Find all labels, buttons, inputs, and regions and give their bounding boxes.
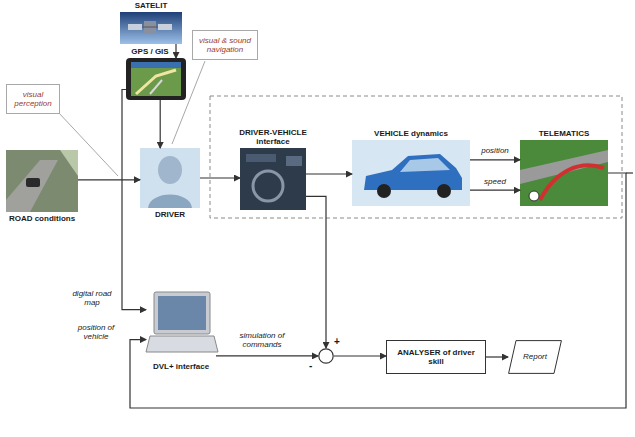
connector-arrow [470, 190, 520, 191]
road-picture [6, 150, 78, 212]
connector-arrow [486, 356, 508, 357]
box-text: Report [523, 352, 547, 361]
leader-line [172, 61, 205, 144]
node-label: TELEMATICS [520, 129, 608, 138]
telematics-map-picture [520, 140, 608, 206]
node-label: DVL+ interface [146, 362, 216, 371]
interface-node: DRIVER-VEHICLE interface [240, 148, 306, 210]
signal-label: simulation of commands [221, 331, 303, 349]
gps-node: GPS / GIS [126, 58, 186, 100]
satellite-picture [120, 12, 182, 44]
dashed-frame [210, 96, 622, 218]
signal-label: speed [471, 177, 519, 186]
connector-arrow [200, 177, 240, 178]
laptop-node: DVL+ interface [146, 292, 216, 360]
signal-label: position of vehicle [66, 323, 126, 341]
signal-label: digital road map [63, 289, 121, 307]
junction-circle [318, 348, 334, 364]
sign-text: + [334, 336, 340, 348]
connector-arrow [130, 173, 626, 408]
box-text: ANALYSER of driver skill [390, 348, 482, 366]
report-parallelogram: Report [508, 340, 562, 374]
satellite-node: SATELIT [120, 12, 182, 44]
summing-junction: +- [318, 348, 334, 364]
node-label: SATELIT [121, 1, 181, 10]
driver-node: DRIVER [140, 148, 200, 208]
leader-line [58, 112, 118, 176]
process-box: ANALYSER of driver skill [386, 340, 486, 374]
dashboard-picture [240, 148, 306, 210]
node-label: GPS / GIS [128, 47, 172, 56]
signal-label: position [471, 146, 519, 155]
connector-arrow [175, 44, 176, 58]
node-label: VEHICLE dynamics [371, 129, 451, 138]
node-label: DRIVER [140, 210, 200, 219]
node-label: DRIVER-VEHICLE interface [228, 128, 318, 146]
driver-picture [140, 148, 200, 208]
output-line [626, 172, 633, 173]
connector-arrow [78, 179, 140, 180]
sign-text: - [309, 360, 312, 372]
box-text: visual & sound navigation [196, 36, 254, 54]
laptop-picture [146, 292, 218, 352]
connector-arrow [122, 90, 146, 310]
connector-arrow [216, 355, 318, 356]
callout-box: visual perception [6, 84, 60, 114]
car-picture [352, 140, 470, 206]
connector-arrow [334, 355, 386, 356]
connector-arrow [160, 100, 161, 148]
callout-box: visual & sound navigation [192, 30, 258, 60]
node-label: ROAD conditions [7, 214, 77, 223]
connector-arrow [306, 196, 326, 348]
connector-arrow [306, 173, 352, 174]
road-node: ROAD conditions [6, 150, 78, 212]
box-text: visual perception [10, 90, 56, 108]
gps-device-picture [126, 58, 186, 100]
vehicle-node: VEHICLE dynamics [352, 140, 470, 206]
telematics-node: TELEMATICS [520, 140, 608, 206]
connector-arrow [470, 159, 520, 160]
